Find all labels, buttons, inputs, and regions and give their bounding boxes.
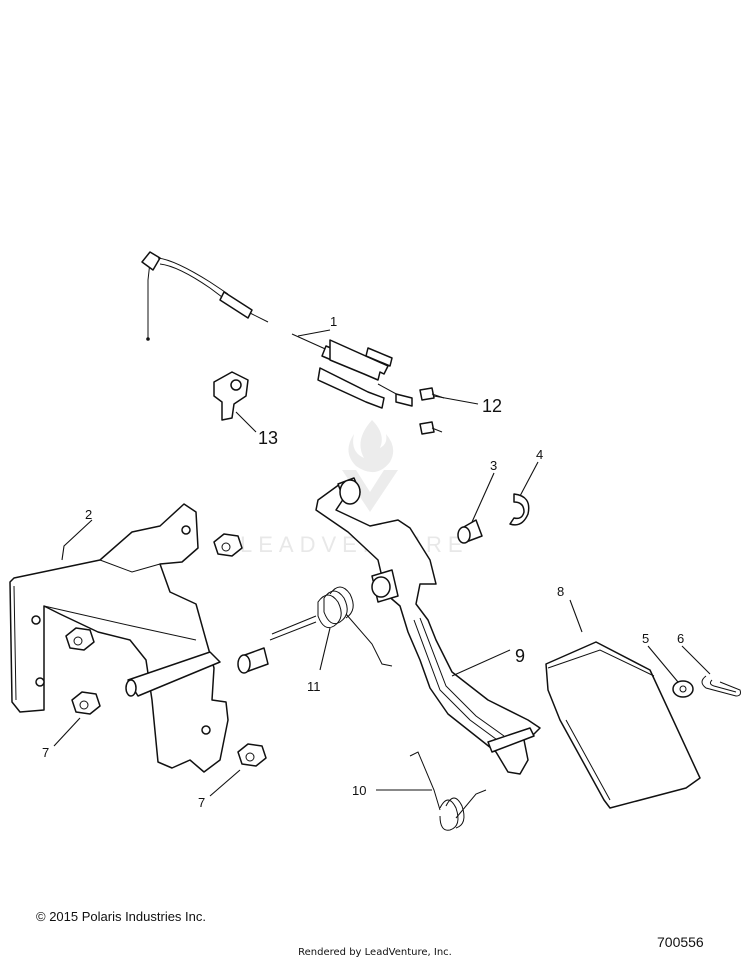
callout-5: 5 — [642, 631, 649, 646]
callouts: 1 2 3 4 5 6 7 7 8 9 10 11 12 13 — [42, 314, 684, 810]
callout-11: 11 — [307, 679, 321, 694]
callout-10: 10 — [352, 783, 366, 798]
part-pedal-pad[interactable] — [545, 641, 701, 809]
part-return-spring[interactable] — [409, 751, 487, 831]
part-nuts[interactable] — [65, 533, 267, 767]
callout-7a: 7 — [42, 745, 49, 760]
callout-2: 2 — [85, 507, 92, 522]
callout-8: 8 — [557, 584, 564, 599]
part-hairpin-clip[interactable] — [701, 675, 741, 697]
part-pedal-mount-bracket[interactable] — [9, 503, 229, 773]
callout-7b: 7 — [198, 795, 205, 810]
diagram-number: 700556 — [657, 934, 704, 950]
callout-1: 1 — [330, 314, 337, 329]
part-throttle-cable[interactable] — [141, 251, 413, 409]
part-brake-pedal[interactable] — [315, 477, 541, 775]
callout-12: 12 — [482, 396, 502, 416]
part-washer[interactable] — [672, 680, 694, 698]
rendered-by-credit: Rendered by LeadVenture, Inc. — [298, 947, 452, 958]
copyright-notice: © 2015 Polaris Industries Inc. — [36, 909, 206, 924]
leader-lines — [53, 329, 711, 797]
callout-6: 6 — [677, 631, 684, 646]
callout-9: 9 — [515, 646, 525, 666]
callout-13: 13 — [258, 428, 278, 448]
part-e-clip[interactable] — [509, 493, 530, 526]
part-screws[interactable] — [419, 387, 445, 435]
part-bushing[interactable] — [457, 519, 483, 544]
callout-4: 4 — [536, 447, 543, 462]
part-cable-bracket[interactable] — [213, 371, 249, 421]
callout-3: 3 — [490, 458, 497, 473]
part-torsion-spring[interactable] — [237, 586, 393, 674]
